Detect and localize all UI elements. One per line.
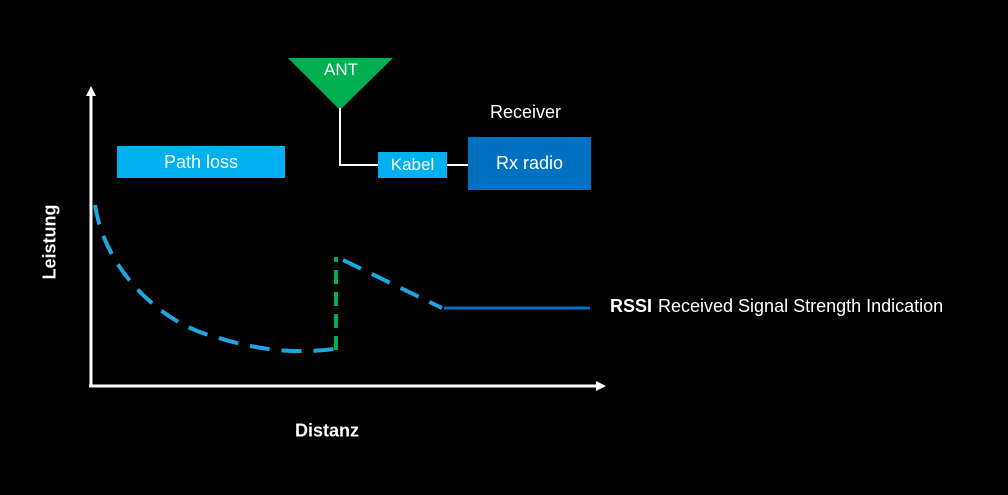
path-loss-curve xyxy=(93,204,335,354)
x-axis-title: Distanz xyxy=(294,420,360,441)
rx-radio-box: Rx radio xyxy=(468,137,591,190)
antenna-cable-line xyxy=(339,108,378,166)
antenna-label: ANT xyxy=(324,60,358,79)
path-loss-box: Path loss xyxy=(117,146,285,178)
y-axis-title: Leistung xyxy=(39,204,60,280)
receiver-title: Receiver xyxy=(490,102,562,122)
rssi-abbreviation: RSSI xyxy=(610,296,653,316)
antenna-icon xyxy=(288,58,393,110)
rssi-description: Received Signal Strength Indication xyxy=(658,296,944,316)
cable-loss-curve xyxy=(342,258,443,310)
cable-box: Kabel xyxy=(378,152,447,178)
